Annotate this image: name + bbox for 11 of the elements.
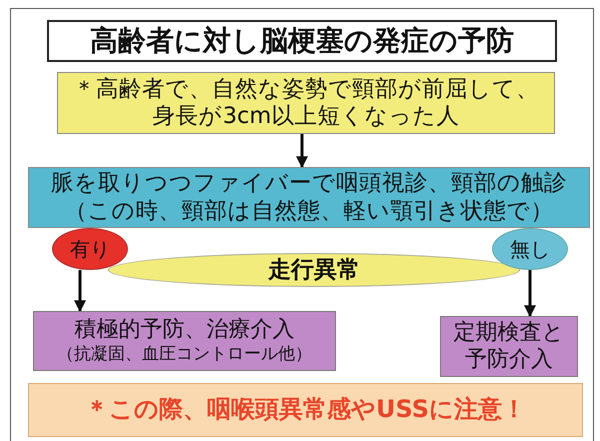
condition-box: ＊高齢者で、自然な姿勢で頸部が前屈して、身長が3cm以上短くなった人 (57, 72, 555, 134)
positive-oval: 有り (52, 228, 128, 270)
title-box: 高齢者に対し脳梗塞の発症の予防 (47, 20, 557, 62)
arrow (74, 270, 86, 312)
negative-oval: 無し (492, 228, 568, 270)
treatment-box: 積極的予防、治療介入 （抗凝固、血圧コントロール他） (33, 311, 336, 371)
arrow (296, 134, 308, 168)
arrow (524, 270, 536, 318)
follow-up-box: 定期検査と予防介入 (440, 316, 578, 377)
examination-box: 脈を取りつつファイバーで咽頭視診、頸部の触診 （この時、頸部は自然態、軽い顎引き状態で） (28, 167, 590, 228)
caution-box: ＊この際、咽喉頭異常感やUSSに注意！ (28, 383, 583, 437)
